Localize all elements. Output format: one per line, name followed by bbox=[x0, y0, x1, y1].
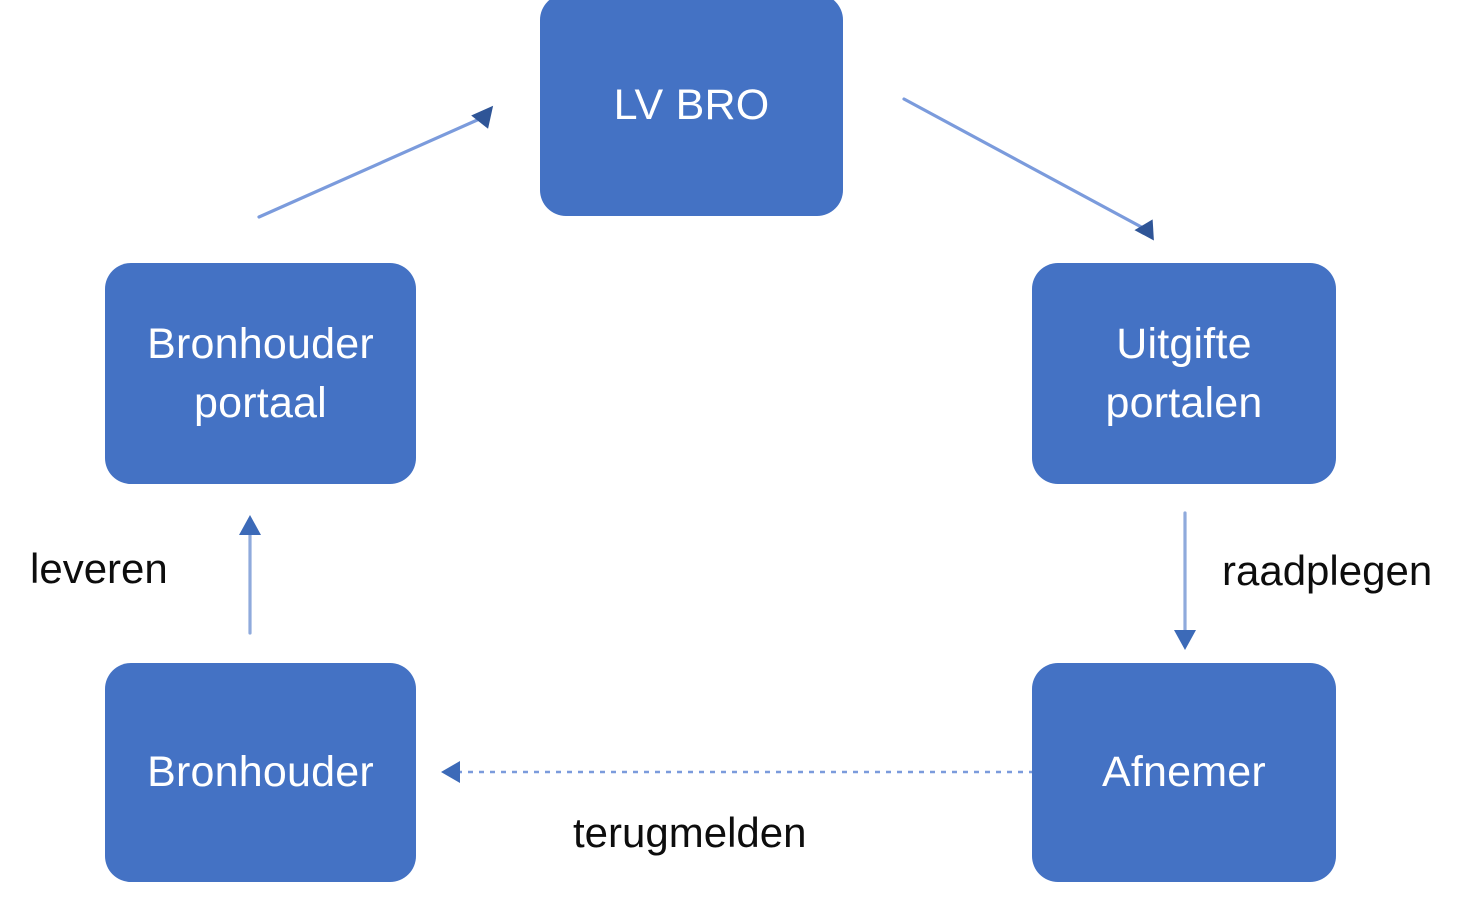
arrowhead-icon bbox=[441, 761, 460, 783]
arrowhead-icon bbox=[471, 105, 494, 129]
edge-line bbox=[257, 115, 486, 219]
node-bronhouder-label: Bronhouder bbox=[147, 748, 374, 797]
node-lv-bro[interactable]: LV BRO bbox=[540, 0, 843, 216]
edge-afnemer-to-bronhouder bbox=[441, 761, 1034, 783]
arrowhead-icon bbox=[1174, 630, 1196, 650]
node-uitgifte-portalen[interactable]: Uitgifte portalen bbox=[1032, 263, 1336, 484]
edge-lv-bro-to-uitgifte-portalen bbox=[902, 97, 1154, 241]
node-uitgifte-portalen-label: Uitgifte portalen bbox=[1105, 320, 1263, 427]
arrowhead-icon bbox=[1134, 219, 1154, 241]
edge-label-terugmelden: terugmelden bbox=[573, 809, 807, 856]
edge-label-leveren: leveren bbox=[30, 545, 168, 592]
edge-bronhouder-to-bronhouder-portaal bbox=[239, 515, 261, 635]
node-lv-bro-label: LV BRO bbox=[613, 80, 770, 129]
arrowhead-icon bbox=[239, 515, 261, 535]
node-bronhouder-portaal[interactable]: Bronhouder portaal bbox=[105, 263, 416, 484]
edge-line bbox=[902, 97, 1147, 231]
node-bronhouder-portaal-label: Bronhouder portaal bbox=[147, 320, 374, 427]
node-afnemer-label: Afnemer bbox=[1102, 748, 1266, 797]
edge-label-raadplegen: raadplegen bbox=[1222, 547, 1433, 594]
node-afnemer[interactable]: Afnemer bbox=[1032, 663, 1336, 882]
edge-bronhouder-portaal-to-lv-bro bbox=[257, 105, 494, 219]
node-bronhouder[interactable]: Bronhouder bbox=[105, 663, 416, 882]
edge-uitgifte-portalen-to-afnemer bbox=[1174, 511, 1196, 650]
